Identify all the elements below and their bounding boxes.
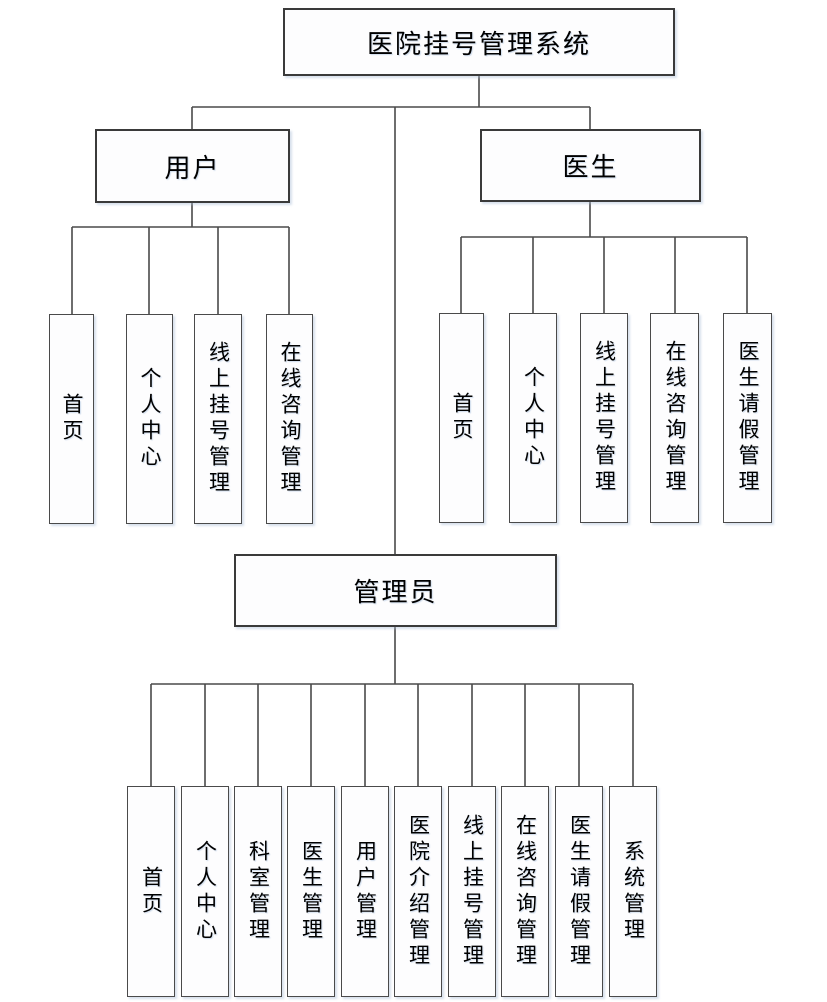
leaf-label: 首页	[450, 392, 473, 444]
leaf-label: 系统管理	[621, 839, 645, 944]
leaf-node-doctor-home: 首页	[439, 313, 484, 523]
leaf-label: 首页	[60, 393, 83, 445]
leaf-label: 首页	[139, 865, 163, 918]
leaf-node-doctor-leave: 医生请假管理	[723, 313, 772, 523]
leaf-node-user-personal-center: 个人中心	[126, 314, 173, 524]
leaf-label: 个人中心	[193, 839, 217, 944]
leaf-label: 线上挂号管理	[460, 813, 484, 970]
leaf-node-user-home: 首页	[49, 314, 94, 524]
leaf-node-admin-department: 科室管理	[234, 786, 282, 997]
leaf-node-admin-system: 系统管理	[609, 786, 657, 997]
leaf-label: 在线咨询管理	[513, 813, 537, 970]
leaf-node-doctor-personal-center: 个人中心	[509, 313, 557, 523]
leaf-label: 在线咨询管理	[278, 341, 301, 497]
leaf-label: 用户管理	[353, 839, 377, 944]
leaf-label: 科室管理	[246, 839, 270, 944]
leaf-label: 在线咨询管理	[663, 340, 686, 496]
leaf-node-admin-user-mgmt: 用户管理	[341, 786, 389, 997]
leaf-node-admin-doctor-mgmt: 医生管理	[287, 786, 335, 997]
branch-node-doctor-label: 医生	[562, 152, 619, 182]
leaf-label: 线上挂号管理	[592, 340, 616, 496]
branch-node-user: 用户	[95, 129, 290, 203]
leaf-node-admin-hospital-intro: 医院介绍管理	[394, 786, 442, 997]
branch-node-user-label: 用户	[164, 152, 221, 183]
leaf-label: 医院介绍管理	[406, 813, 430, 970]
leaf-node-admin-online-consultation: 在线咨询管理	[501, 786, 549, 997]
branch-node-admin-label: 管理员	[353, 577, 438, 607]
leaf-label: 医生管理	[299, 839, 323, 944]
root-node: 医院挂号管理系统	[283, 8, 675, 76]
leaf-node-admin-online-registration: 线上挂号管理	[448, 786, 496, 997]
leaf-label: 线上挂号管理	[206, 341, 230, 497]
root-node-label: 医院挂号管理系统	[366, 28, 591, 59]
leaf-label: 个人中心	[138, 367, 161, 471]
leaf-node-doctor-online-registration: 线上挂号管理	[580, 313, 628, 523]
leaf-node-user-online-consultation: 在线咨询管理	[266, 314, 313, 524]
leaf-label: 个人中心	[521, 366, 545, 470]
leaf-label: 医生请假管理	[567, 813, 591, 970]
leaf-node-user-online-registration: 线上挂号管理	[194, 314, 242, 524]
leaf-node-admin-home: 首页	[127, 786, 175, 997]
branch-node-admin: 管理员	[234, 554, 557, 627]
branch-node-doctor: 医生	[480, 129, 701, 202]
leaf-label: 医生请假管理	[736, 340, 759, 496]
leaf-node-doctor-online-consultation: 在线咨询管理	[650, 313, 699, 523]
leaf-node-admin-personal-center: 个人中心	[181, 786, 229, 997]
leaf-node-admin-doctor-leave: 医生请假管理	[555, 786, 603, 997]
